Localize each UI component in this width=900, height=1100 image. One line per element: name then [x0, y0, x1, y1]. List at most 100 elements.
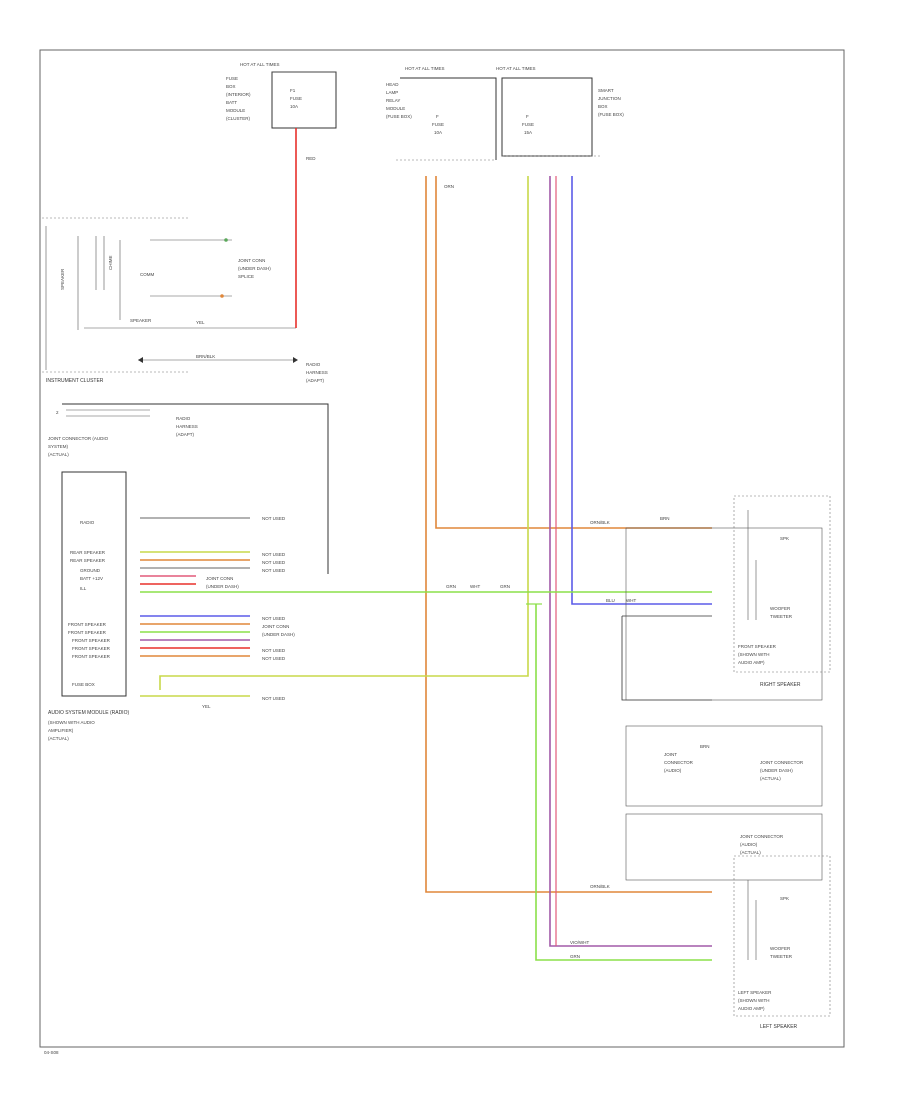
svg-text:(SHOWN WITH: (SHOWN WITH: [738, 998, 770, 1003]
radio-pin-wires: NOT USED NOT USED NOT USED NOT USED JOIN…: [140, 516, 295, 709]
corner-code: 04-S08: [44, 1050, 59, 1055]
svg-text:NOT USED: NOT USED: [262, 648, 286, 653]
audio-module: RADIO REAR SPEAKER REAR SPEAKER GROUND B…: [48, 471, 129, 741]
svg-text:F: F: [526, 114, 529, 119]
svg-text:FRONT SPEAKER: FRONT SPEAKER: [738, 644, 777, 649]
svg-text:NOT USED: NOT USED: [262, 616, 286, 621]
svg-text:(ADAPT): (ADAPT): [306, 378, 325, 383]
svg-text:NOT USED: NOT USED: [262, 696, 286, 701]
svg-text:(FUSE BOX): (FUSE BOX): [386, 114, 412, 119]
svg-text:(ADAPT): (ADAPT): [176, 432, 195, 437]
svg-text:15A: 15A: [524, 130, 532, 135]
svg-text:CONNECTOR: CONNECTOR: [664, 760, 694, 765]
svg-text:AUDIO AMP): AUDIO AMP): [738, 1006, 765, 1011]
svg-text:RED: RED: [306, 156, 316, 161]
svg-text:BOX: BOX: [226, 84, 236, 89]
svg-text:SPK: SPK: [780, 896, 789, 901]
svg-text:(ACTUAL): (ACTUAL): [740, 850, 761, 855]
svg-text:FUSE: FUSE: [522, 122, 534, 127]
svg-text:F: F: [436, 114, 439, 119]
instrument-cluster: SPEAKER CHIME COMM JOINT CONN (UNDER DAS…: [42, 217, 296, 384]
svg-text:HARNESS: HARNESS: [176, 424, 198, 429]
svg-text:SMART: SMART: [598, 88, 614, 93]
wire-red: RED: [295, 128, 316, 328]
svg-text:(FUSE BOX): (FUSE BOX): [598, 112, 624, 117]
svg-text:CHIME: CHIME: [108, 256, 113, 271]
svg-text:NOT USED: NOT USED: [262, 568, 286, 573]
svg-text:REAR SPEAKER: REAR SPEAKER: [70, 550, 106, 555]
wire-purple: [549, 176, 712, 947]
svg-text:(UNDER DASH): (UNDER DASH): [262, 632, 295, 637]
svg-text:AMPLIFIER): AMPLIFIER): [48, 728, 74, 733]
right-speaker-label: RIGHT SPEAKER: [760, 682, 801, 688]
svg-text:(UNDER DASH): (UNDER DASH): [238, 266, 271, 271]
svg-text:BATT +12V: BATT +12V: [80, 576, 103, 581]
svg-text:(ACTUAL): (ACTUAL): [760, 776, 781, 781]
svg-text:JOINT CONNECTOR: JOINT CONNECTOR: [740, 834, 784, 839]
svg-text:MODULE: MODULE: [226, 108, 245, 113]
svg-text:JOINT CONN: JOINT CONN: [206, 576, 233, 581]
wire-orange-right: [435, 176, 712, 529]
svg-text:2: 2: [56, 410, 59, 415]
svg-text:HOT AT ALL TIMES: HOT AT ALL TIMES: [240, 62, 280, 67]
svg-text:(SHOWN WITH: (SHOWN WITH: [738, 652, 770, 657]
second-joint-box: JOINT CONNECTOR (AUDIO) (ACTUAL): [625, 813, 823, 881]
svg-text:LAMP: LAMP: [386, 90, 398, 95]
svg-text:NOT USED: NOT USED: [262, 656, 286, 661]
fuse-box-right: HOT AT ALL TIMES SMART JUNCTION BOX (FUS…: [496, 66, 624, 157]
svg-text:FRONT SPEAKER: FRONT SPEAKER: [72, 646, 111, 651]
svg-text:WOOFER: WOOFER: [770, 946, 791, 951]
connector-block: 2 RADIO HARNESS (ADAPT) JOINT CONNECTOR …: [48, 403, 329, 574]
wire-orange-left: ORN: [425, 176, 712, 893]
radio-label: AUDIO SYSTEM MODULE (RADIO): [48, 710, 129, 716]
svg-text:NOT USED: NOT USED: [262, 560, 286, 565]
svg-text:(AUDIO): (AUDIO): [740, 842, 758, 847]
fuse-box-center: HOT AT ALL TIMES HEAD LAMP RELAY MODULE …: [386, 66, 497, 161]
svg-text:RADIO: RADIO: [176, 416, 191, 421]
fuse-box-left: HOT AT ALL TIMES FUSE BOX (INTERIOR) BAT…: [226, 62, 337, 129]
svg-text:(CLUSTER): (CLUSTER): [226, 116, 251, 121]
svg-text:BLU: BLU: [606, 598, 615, 603]
svg-text:HOT AT ALL TIMES: HOT AT ALL TIMES: [496, 66, 536, 71]
svg-text:BATT: BATT: [226, 100, 237, 105]
svg-text:WOOFER: WOOFER: [770, 606, 791, 611]
svg-text:FRONT SPEAKER: FRONT SPEAKER: [72, 654, 111, 659]
svg-text:HARNESS: HARNESS: [306, 370, 328, 375]
svg-text:HEAD: HEAD: [386, 82, 399, 87]
svg-text:BRN/BLK: BRN/BLK: [196, 354, 215, 359]
wire-labels: ORN/BLK ORN/BLK VIO/WHT GRN GRN WHT GRN …: [446, 516, 670, 959]
svg-text:SYSTEM): SYSTEM): [48, 444, 69, 449]
svg-text:RELAY: RELAY: [386, 98, 400, 103]
svg-text:FUSE BOX: FUSE BOX: [72, 682, 95, 687]
svg-text:GROUND: GROUND: [80, 568, 101, 573]
svg-text:ILL: ILL: [80, 586, 87, 591]
svg-text:JOINT CONN: JOINT CONN: [238, 258, 265, 263]
svg-text:10A: 10A: [290, 104, 298, 109]
svg-text:GRN: GRN: [570, 954, 580, 959]
svg-text:GRN: GRN: [500, 584, 510, 589]
svg-text:TWEETER: TWEETER: [770, 614, 793, 619]
outer-frame: [39, 49, 845, 1048]
wire-yellow-green: [159, 176, 529, 690]
svg-text:SPK: SPK: [780, 536, 789, 541]
svg-text:TWEETER: TWEETER: [770, 954, 793, 959]
svg-text:YEL: YEL: [202, 704, 211, 709]
svg-text:(UNDER DASH): (UNDER DASH): [760, 768, 793, 773]
svg-text:LEFT SPEAKER: LEFT SPEAKER: [738, 990, 772, 995]
svg-text:JUNCTION: JUNCTION: [598, 96, 621, 101]
svg-text:10A: 10A: [434, 130, 442, 135]
svg-text:JOINT CONNECTOR (AUDIO: JOINT CONNECTOR (AUDIO: [48, 436, 109, 441]
svg-text:BRN: BRN: [660, 516, 670, 521]
svg-text:ORN/BLK: ORN/BLK: [590, 520, 610, 525]
svg-text:AUDIO AMP): AUDIO AMP): [738, 660, 765, 665]
svg-text:HOT AT ALL TIMES: HOT AT ALL TIMES: [405, 66, 445, 71]
svg-text:NOT USED: NOT USED: [262, 516, 286, 521]
svg-text:FRONT SPEAKER: FRONT SPEAKER: [72, 638, 111, 643]
svg-text:SPEAKER: SPEAKER: [60, 268, 65, 290]
svg-text:JOINT CONNECTOR: JOINT CONNECTOR: [760, 760, 804, 765]
wire-green: [140, 591, 712, 961]
svg-text:RADIO: RADIO: [306, 362, 321, 367]
svg-text:(SHOWN WITH AUDIO: (SHOWN WITH AUDIO: [48, 720, 95, 725]
svg-text:FUSE: FUSE: [432, 122, 444, 127]
